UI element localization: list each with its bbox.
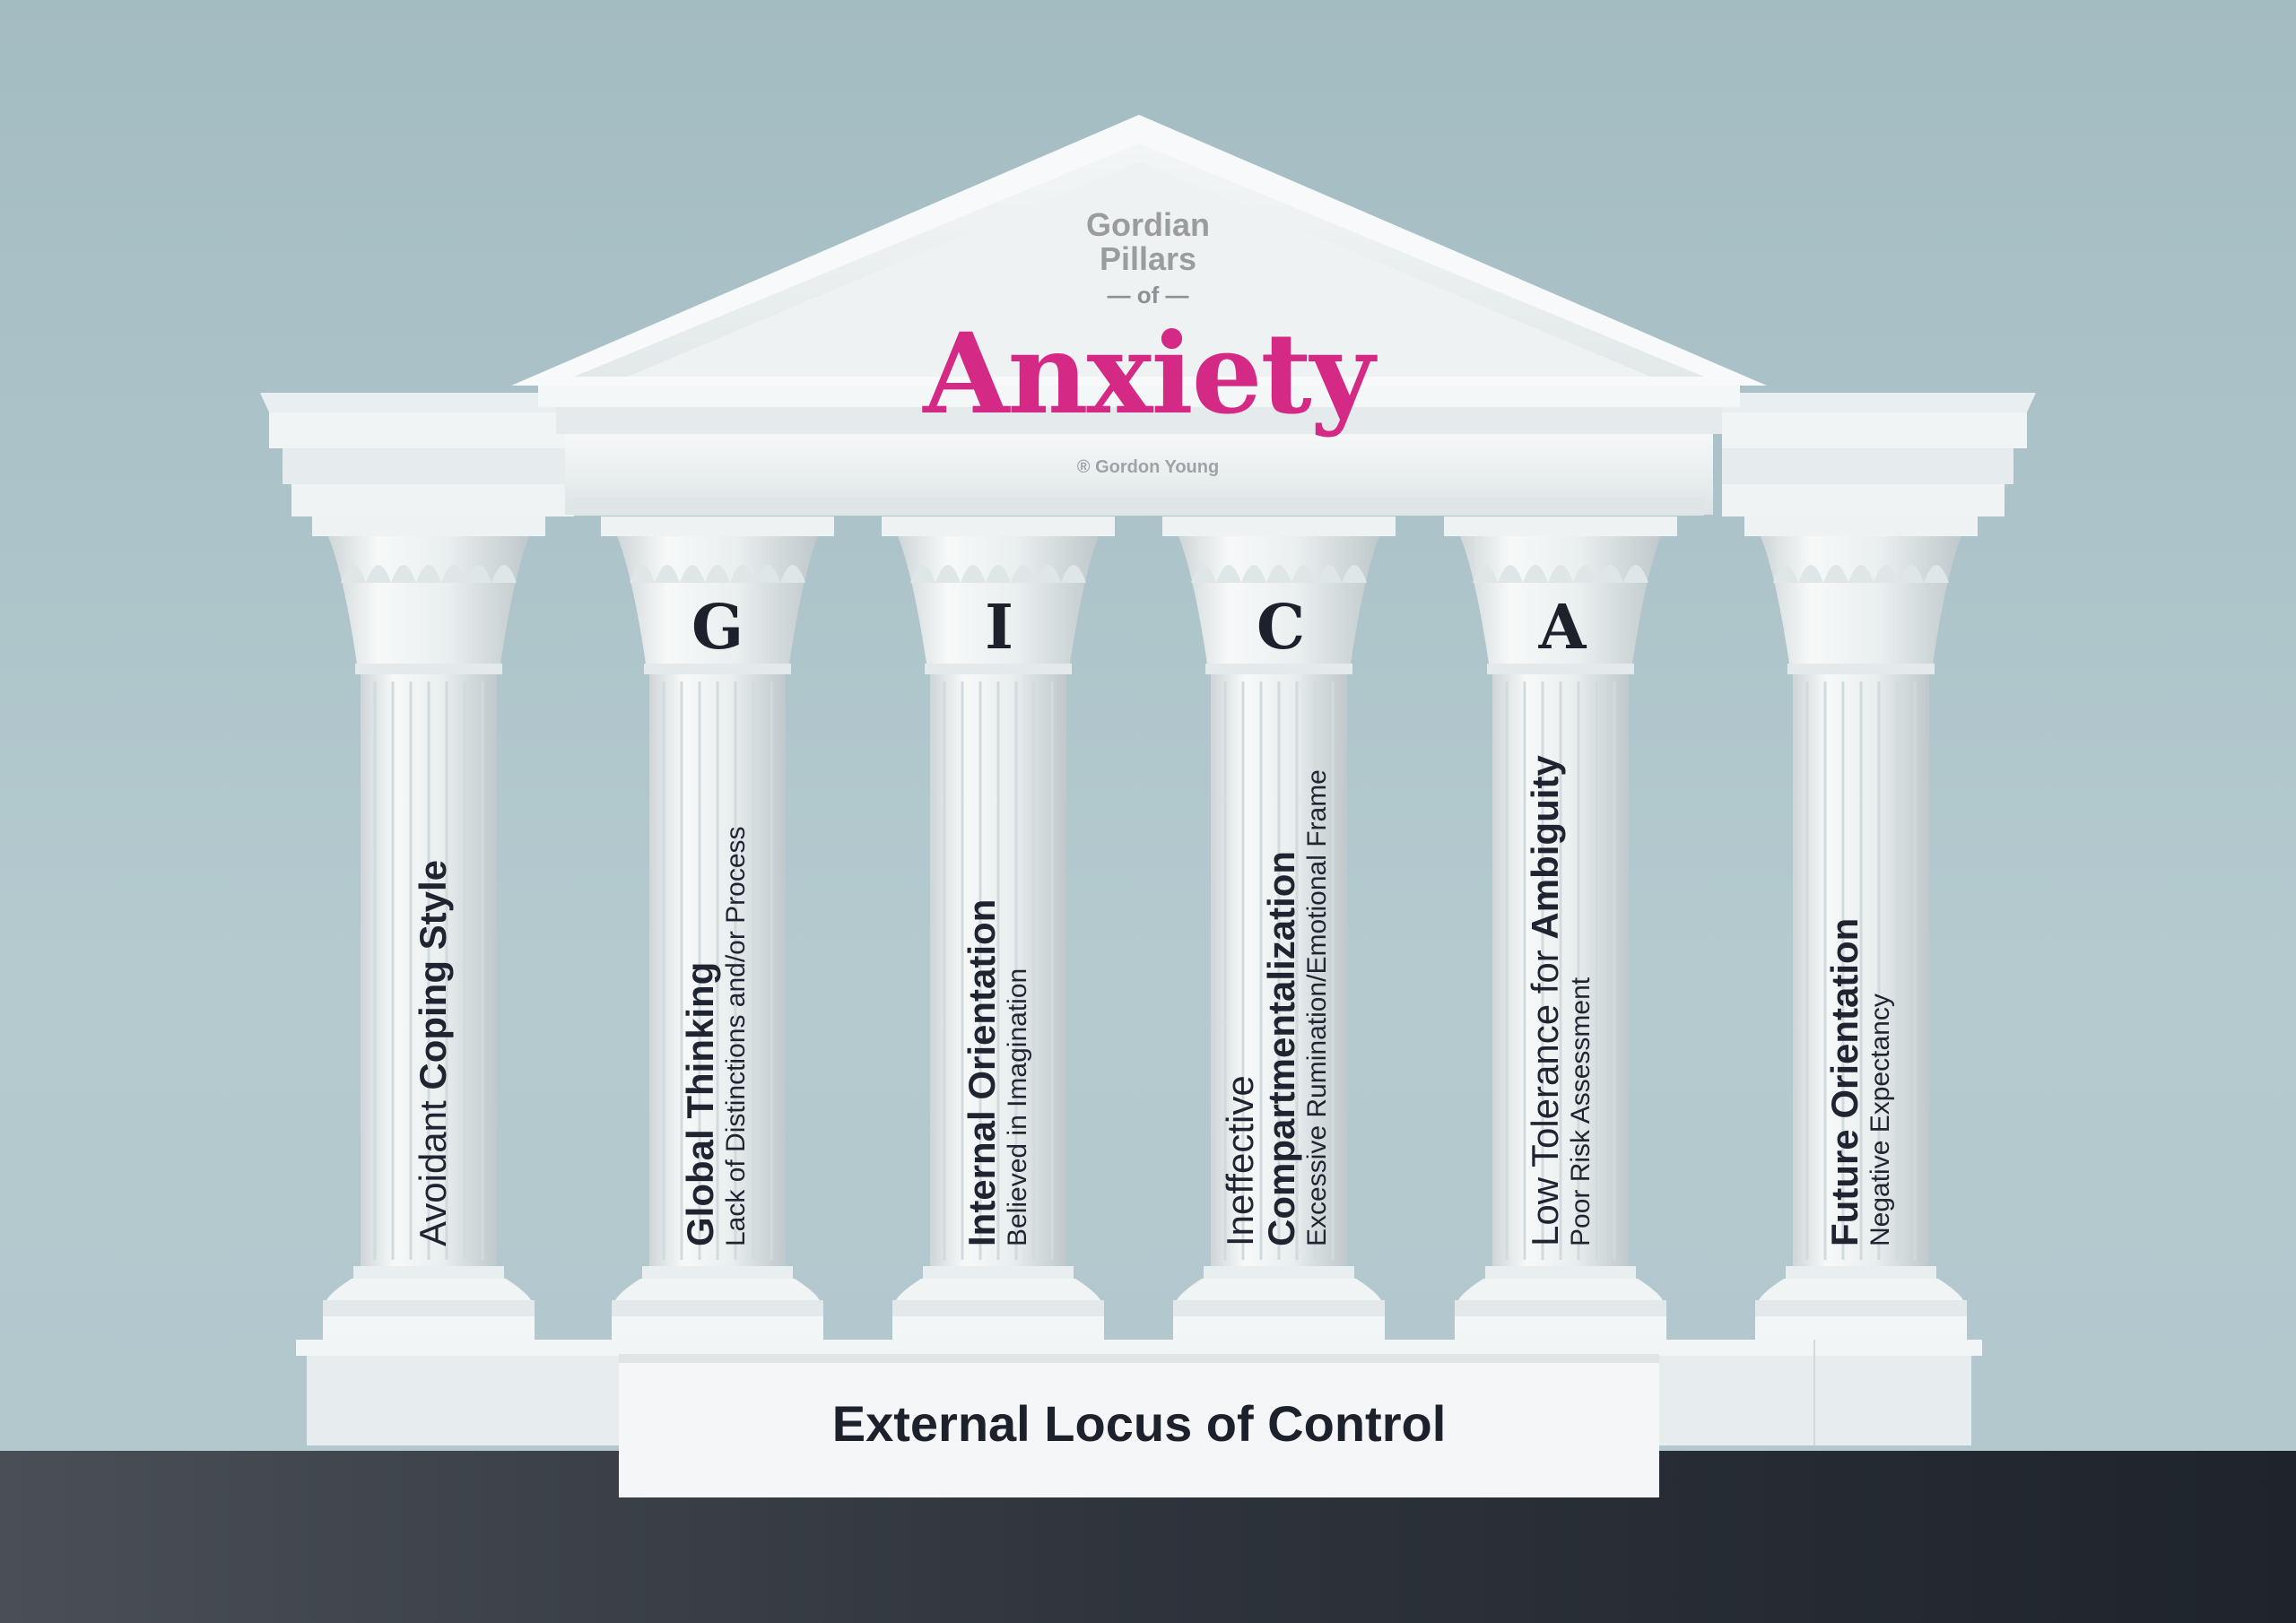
pillar-label-future-orientation: Future Orientation Negative Expectancy (1823, 917, 1895, 1246)
right-wing-entablature (1722, 393, 2036, 516)
column-ambiguity (1444, 516, 1677, 1340)
stylobate (296, 1340, 1982, 1497)
column-future (1744, 516, 1978, 1340)
title-connector: — of — (1107, 282, 1189, 308)
capital-letter-g: G (691, 592, 744, 664)
column-compartment (1162, 516, 1396, 1340)
capital-letter-i: I (985, 592, 1013, 664)
capital-letter-c: C (1256, 592, 1306, 664)
pillar-label-compartmentalization: Ineffective Compartmentalization Excessi… (1219, 769, 1332, 1246)
pillar-label-ambiguity: Low Tolerance for Ambiguity Poor Risk As… (1524, 755, 1596, 1246)
columns-group (312, 516, 1978, 1340)
column-internal (882, 516, 1115, 1340)
capital-letter-a: A (1538, 592, 1587, 664)
main-title: Anxiety (923, 309, 1375, 439)
pillar-label-internal-orientation: Internal Orientation Believed in Imagina… (961, 898, 1032, 1246)
pediment (511, 115, 1767, 516)
column-global (601, 516, 834, 1340)
pillar-label-global-thinking: Global Thinking Lack of Distinctions and… (679, 826, 751, 1246)
column-avoidant (312, 516, 545, 1340)
title-line-1: Gordian (1085, 206, 1210, 243)
title-line-2: Pillars (1099, 240, 1197, 277)
pillar-label-avoidant-coping: Avoidant Coping Style (412, 859, 454, 1246)
credit-text: ® Gordon Young (1076, 457, 1220, 477)
base-label: External Locus of Control (831, 1395, 1447, 1452)
left-wing-entablature (260, 393, 574, 516)
